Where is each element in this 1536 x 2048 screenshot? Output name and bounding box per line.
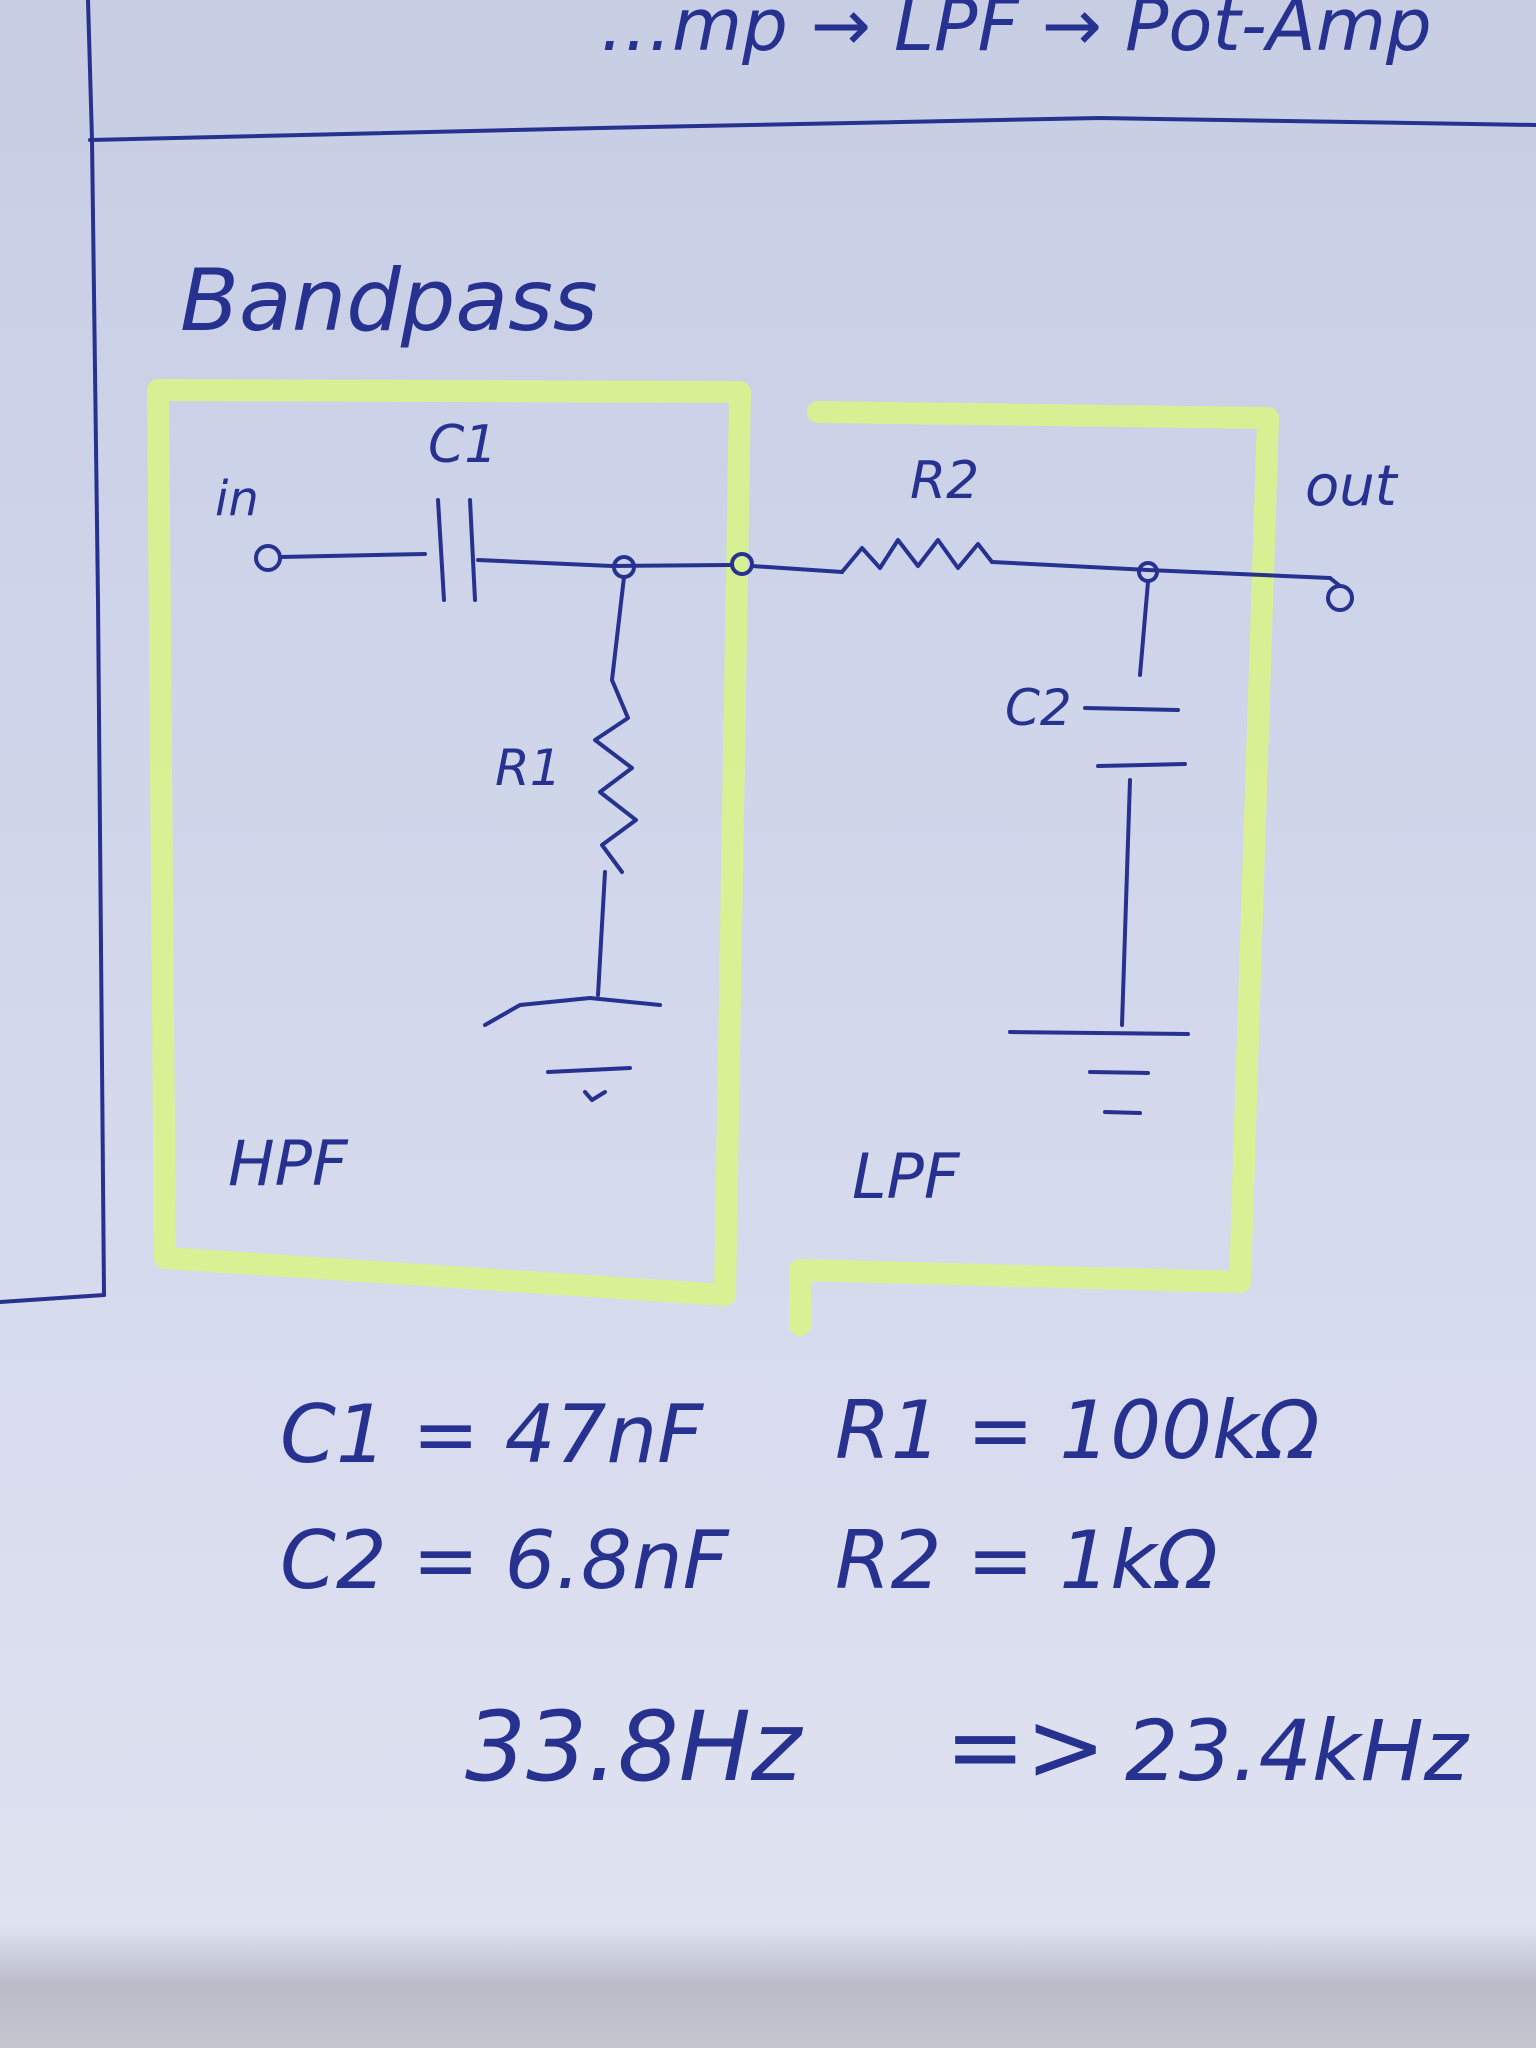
frame-left-line <box>86 0 106 1297</box>
input-terminal <box>254 544 282 572</box>
lpf-main-wire <box>990 560 1332 580</box>
ground-1-top <box>483 996 662 1027</box>
r2-label: R2 <box>910 451 979 511</box>
frame-divider-line <box>88 116 1536 142</box>
ground-2-top <box>1008 1030 1190 1036</box>
r1-resistor <box>593 678 638 874</box>
ground-2-mid <box>1088 1070 1150 1075</box>
frame-bottom-line <box>0 1293 106 1304</box>
output-label: out <box>1305 454 1399 519</box>
ground-1-low <box>583 1090 607 1102</box>
hpf-main-wire <box>476 558 732 568</box>
output-wire-end <box>1328 576 1342 588</box>
input-wire <box>278 552 427 559</box>
c2-label: C2 <box>1005 679 1072 737</box>
r2-value: R2 = 1kΩ <box>835 1514 1218 1607</box>
hpf-highlight-box <box>147 379 751 1306</box>
r1-value: R1 = 100kΩ <box>835 1384 1320 1477</box>
hpf-label: HPF <box>228 1127 349 1200</box>
r1-lower-wire <box>596 870 607 997</box>
c1-value: C1 = 47nF <box>280 1388 704 1481</box>
lpf-label: LPF <box>852 1140 961 1213</box>
result-high-frequency: 23.4kHz <box>1125 1702 1470 1800</box>
ground-2-low <box>1103 1110 1142 1115</box>
c2-lower-wire <box>1120 778 1132 1027</box>
interstage-wire <box>750 564 844 574</box>
c1-label: C1 <box>428 415 497 475</box>
c2-upper-wire <box>1138 580 1150 677</box>
result-low-frequency: 33.8Hz <box>465 1691 804 1803</box>
r1-upper-wire <box>610 575 626 682</box>
c2-value: C2 = 6.8nF <box>280 1514 730 1607</box>
r2-resistor <box>840 538 994 574</box>
r1-label: R1 <box>495 739 562 797</box>
c2-plate-top <box>1083 706 1180 712</box>
interstage-node <box>730 552 754 576</box>
c1-plate-left <box>436 498 446 602</box>
result-arrow: => <box>945 1691 1106 1803</box>
lpf-highlight-box <box>789 401 1279 1336</box>
diagram-title: Bandpass <box>180 251 598 351</box>
c2-plate-bottom <box>1096 762 1187 768</box>
ground-1-mid <box>546 1066 632 1074</box>
c1-plate-right <box>468 498 477 602</box>
input-label: in <box>215 471 259 527</box>
output-terminal <box>1326 584 1354 612</box>
header-fragment: …mp → LPF → Pot-Amp <box>600 0 1432 67</box>
